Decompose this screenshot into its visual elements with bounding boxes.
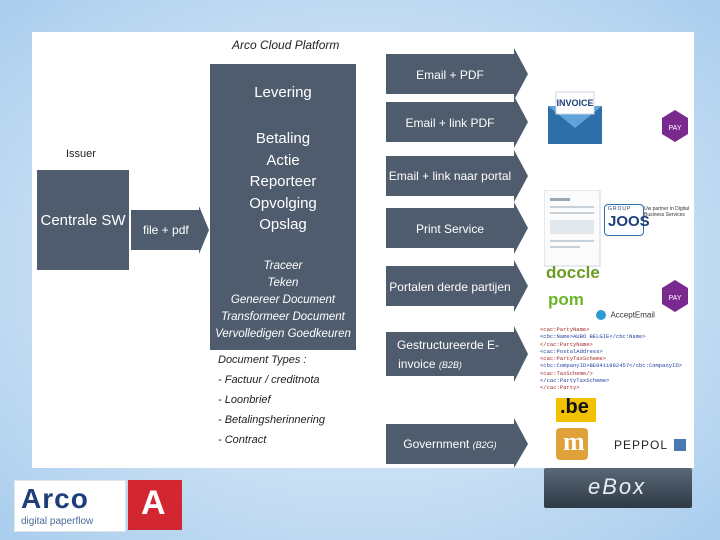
document-type-item: - Factuur / creditnota [218,374,320,386]
peppol-logo: PEPPOL [614,436,690,452]
pay-text: PAY [669,125,682,132]
channel-label: Email + PDF [416,68,484,82]
document-type-item: - Betalingsherinnering [218,414,326,426]
channel-arrow-print: Print Service [386,202,528,254]
channel-arrows: Email + PDF Email + link PDF Email + lin… [386,48,528,468]
file-arrow-label: file + pdf [143,223,189,237]
antwerp-letter: A [141,484,166,522]
document-type-item: - Loonbrief [218,394,271,406]
channel-arrow-b2b: Gestructureerde E- invoice (B2B) [386,326,528,382]
invoice-text: INVOICE [556,98,593,108]
acceptemail-icon [596,309,606,320]
channel-suffix: (B2G) [473,440,497,450]
source-box: Centrale SW [37,170,129,270]
antwerp-logo: A [128,480,182,530]
platform-item: Betaling [255,130,311,147]
xml-line: <cac:PartyTaxScheme> [540,355,607,363]
channel-arrow-portals: Portalen derde partijen [386,260,528,312]
joos-label: JOOS [608,213,650,230]
acceptemail-logo: AcceptEmail [596,306,686,320]
channel-label: Print Service [416,222,484,236]
acceptemail-text: AcceptEmail [610,310,655,320]
be-logo: .be [556,396,596,422]
issuer-label: Issuer [66,148,96,160]
platform-feature: Traceer [263,260,303,272]
ebox-text: eBox [588,474,647,499]
doccle-logo: doccle [546,263,600,282]
xml-line: <cbc:Name>AUBO BELGIE</cbc:Name> [540,333,646,341]
channel-label: Gestructureerde E- [397,338,499,352]
platform-item: Actie [266,151,300,169]
platform-feature: Vervolledigen Goedkeuren [215,328,351,340]
pom-logo: pom [548,290,584,309]
channel-label-line2: invoice [398,357,436,371]
xml-line: <cac:PartyName> [540,326,590,333]
pay-icon: PAY [662,110,688,142]
platform-feature: Genereer Document [230,294,336,306]
channel-label: Portalen derde partijen [389,280,510,294]
xml-line: <cac:PostalAddress> [540,347,603,355]
m-text: m [563,427,585,456]
channel-suffix: (B2B) [439,360,462,370]
document-types-title: Document Types : [218,354,307,366]
xml-line: <cbc:CompanyID>BE0411982457</cbc:Company… [540,362,682,370]
platform-top-label: Levering [254,84,312,101]
be-text: .be [560,396,589,418]
arco-logo: Arco digital paperflow [14,480,126,532]
pay-icon: PAY [662,280,688,312]
svg-text:invoice (B2B): invoice (B2B) [398,357,462,371]
pay-text: PAY [669,295,682,302]
group-joos-logo: GROUP JOOS Uw partner in Digital Busines… [604,204,690,236]
channel-arrow-email-link-pdf: Email + link PDF [386,96,528,148]
arco-name: Arco [21,483,89,514]
channel-arrow-email-pdf: Email + PDF [386,48,528,100]
joos-tagline: Uw partner in Digital Business Services [644,206,690,218]
source-box-label: Centrale SW [40,211,126,229]
channel-arrow-government: Government (B2G) [386,418,528,468]
xml-line: </cac:PartyName> [540,340,593,348]
file-arrow: file + pdf [131,206,209,254]
ebox-logo: eBox [544,468,692,508]
xml-line: </cac:Party> [540,384,580,392]
xml-snippet: <cac:PartyName> <cbc:Name>AUBO BELGIE</c… [540,326,690,392]
platform-feature: Transformeer Document [221,311,345,323]
platform-item: Reporteer [249,173,317,190]
platform-feature: Teken [267,277,299,289]
arco-tagline: digital paperflow [21,516,94,527]
xml-line: <cac:TaxScheme/> [540,369,593,377]
peppol-icon [674,438,687,451]
channel-label: Email + link PDF [405,116,494,130]
m-logo: m [556,427,588,460]
svg-text:Government (B2G): Government (B2G) [403,437,496,451]
document-type-item: - Contract [218,434,267,446]
document-types: Document Types : - Factuur / creditnota … [218,352,325,450]
xml-line: </cac:PartyTaxScheme> [540,377,610,385]
print-document-icon [544,190,601,267]
platform-title: Arco Cloud Platform [232,38,340,52]
channel-arrow-email-portal: Email + link naar portal [386,150,528,202]
platform-item: Opvolging [249,194,317,212]
group-label: GROUP [608,206,632,212]
channel-label: Email + link naar portal [389,169,511,183]
platform-box: Levering Betaling Actie Reporteer Opvolg… [210,64,356,350]
peppol-text: PEPPOL [614,438,669,452]
platform-item: Opslag [259,216,307,233]
channel-label: Government [403,437,470,451]
invoice-icon: INVOICE [548,91,602,144]
